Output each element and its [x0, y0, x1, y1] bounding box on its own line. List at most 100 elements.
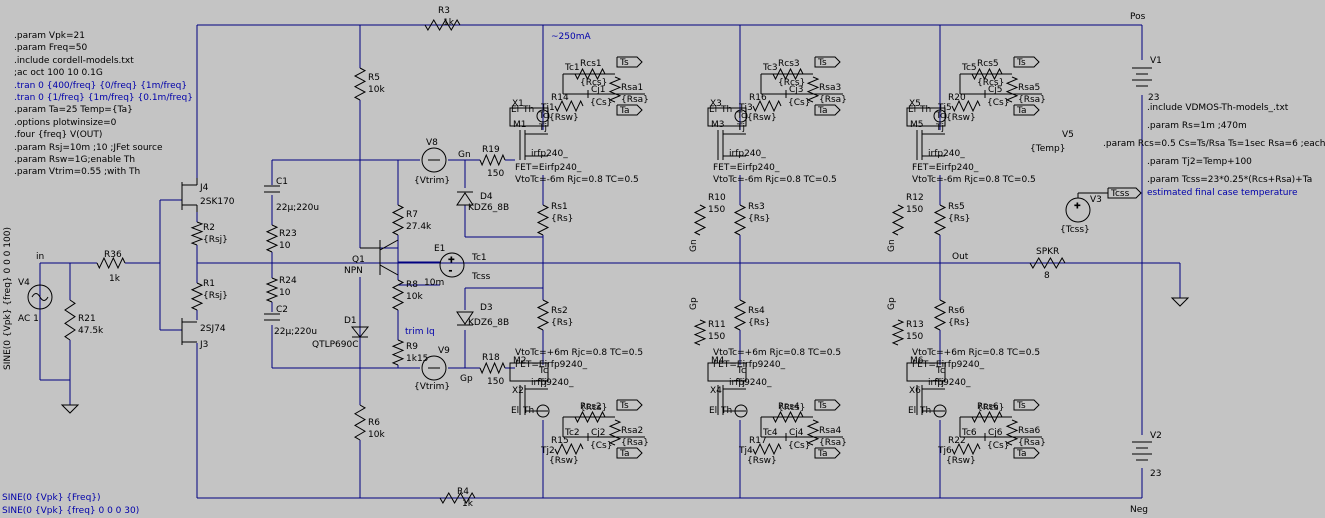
pin-tj: Tj [736, 378, 745, 388]
value-d3: KDZ6_8B [468, 318, 509, 328]
battery-v1 [1132, 67, 1152, 87]
tj-label: Tj3 [738, 103, 753, 113]
subckt-label: X6 [909, 386, 921, 396]
vto-param: VtoTc=-6m Rjc=0.8 TC=0.5 [912, 175, 1036, 185]
net-flag: Ta [619, 449, 630, 459]
resistor-value: 150 [708, 205, 725, 215]
rcs-label: Rcs2 [580, 402, 602, 412]
pin-tc: Tc [736, 111, 746, 121]
resistor-value: {Rs} [948, 214, 970, 224]
resistor-value: {Rs} [748, 214, 770, 224]
label-d4: D4 [480, 192, 493, 202]
rcs-label: Rcs3 [778, 59, 800, 69]
sine-source-2: SINE(0 {Vpk} {freq} 0 0 0 30) [2, 506, 139, 516]
value-j4: 2SK170 [200, 197, 235, 207]
rsw-label: R20 [948, 93, 966, 103]
mosfet-label: M2 [513, 356, 527, 366]
spice-directive: .param Rcs=0.5 Cs=Ts/Rsa Ts=1sec Rsa=6 ;… [1103, 139, 1325, 149]
spice-directive: .options plotwinsize=0 [14, 117, 117, 128]
rsa-value: {Rsa} [1018, 95, 1046, 105]
net-flag: Ts [817, 401, 827, 411]
vto-param: VtoTc=-6m Rjc=0.8 TC=0.5 [713, 175, 837, 185]
rsw-label: R14 [551, 93, 569, 103]
resistor-value: 47.5k [78, 326, 104, 336]
value-d4: KDZ6_8B [468, 203, 509, 213]
resistor-label: Rs5 [948, 202, 965, 212]
rsa-label: Rsa2 [621, 426, 643, 436]
spice-directive: ;ac oct 100 10 0.1G [14, 68, 103, 79]
resistor-value: 10k [368, 430, 385, 440]
rsa-value: {Rsa} [621, 438, 649, 448]
tc-label: Tc1 [564, 63, 580, 73]
rsw-value: {Rsw} [747, 456, 777, 466]
pin-th: Th [522, 105, 534, 115]
vto-param: VtoTc=+6m Rjc=0.8 TC=0.5 [515, 348, 643, 358]
rcs-label: Rcs4 [778, 402, 800, 412]
source-v4 [27, 284, 53, 310]
spice-directive: .param Ta=25 Temp={Ta} [14, 105, 133, 116]
label-pos: Pos [1130, 12, 1146, 22]
resistor-value: 150 [487, 169, 504, 179]
value-v8: {Vtrim} [414, 176, 450, 186]
rcs-label: Rcs5 [977, 59, 999, 69]
label-j3: J3 [199, 340, 208, 350]
net-flag: Ta [1016, 106, 1027, 116]
capacitor-c1 [264, 185, 280, 193]
capacitor-c2 [264, 313, 280, 321]
jfet-j4 [181, 178, 198, 212]
spice-directive: .tran 0 {400/freq} {0/freq} {1m/freq} [14, 80, 188, 91]
label-in: in [36, 252, 44, 262]
resistor-label: Rs2 [551, 306, 568, 316]
resistor-label: Rs4 [748, 306, 765, 316]
label-out: Out [952, 252, 969, 262]
label-tcss-flag: Tcss [1110, 189, 1130, 199]
cj-label: Cj4 [789, 428, 804, 438]
mosfet-part: irfp240_ [928, 149, 965, 159]
rsw-value: {Rsw} [946, 113, 976, 123]
pin-tc: Tc [736, 366, 746, 376]
cj-label: Cj5 [988, 85, 1003, 95]
resistor-label: Rs6 [948, 306, 965, 316]
label-v4-ac: AC 1 [18, 314, 39, 324]
vto-param: VtoTc=+6m Rjc=0.8 TC=0.5 [912, 348, 1040, 358]
net-flag: Ta [817, 449, 828, 459]
value-v2: 23 [1150, 469, 1161, 479]
resistor-value: 150 [708, 332, 725, 342]
fet-param: FET=Eirfp9240_ [912, 360, 985, 370]
gate-label: Gp [689, 297, 699, 310]
fet-param: FET=Eirfp240_ [912, 163, 979, 173]
resistor-label: R11 [708, 320, 726, 330]
value-d1: QTLP690C [312, 340, 359, 350]
rsw-value: {Rsw} [549, 113, 579, 123]
subckt-label: X1 [512, 99, 524, 109]
spice-directive: .four {freq} V(OUT) [14, 130, 103, 141]
tc-label: Tc5 [961, 63, 977, 73]
rsw-value: {Rsw} [747, 113, 777, 123]
transistor-q1 [360, 239, 399, 276]
rsw-label: R15 [551, 436, 569, 446]
net-flag: Ts [817, 58, 827, 68]
cj-value: {Cs} [788, 441, 810, 451]
resistor-value: 8 [1044, 271, 1050, 281]
resistor-label: R7 [406, 210, 418, 220]
label-j4: J4 [199, 183, 209, 193]
label-v2: V2 [1150, 431, 1162, 441]
mosfet-part: irfp240_ [729, 149, 766, 159]
resistor-r2: R2{Rsj} [190, 221, 228, 246]
spice-directive: .include VDMOS-Th-models_.txt [1147, 103, 1289, 113]
net-flag: Ts [1016, 401, 1026, 411]
resistor-label: R2 [203, 223, 215, 233]
value-v9: {Vtrim} [414, 382, 450, 392]
spice-directive: .param Tcss=23*0.25*(Rcs+Rsa)+Ta [1147, 175, 1313, 185]
gate-label: Gn [887, 239, 897, 252]
tj-label: Tj4 [738, 446, 753, 456]
